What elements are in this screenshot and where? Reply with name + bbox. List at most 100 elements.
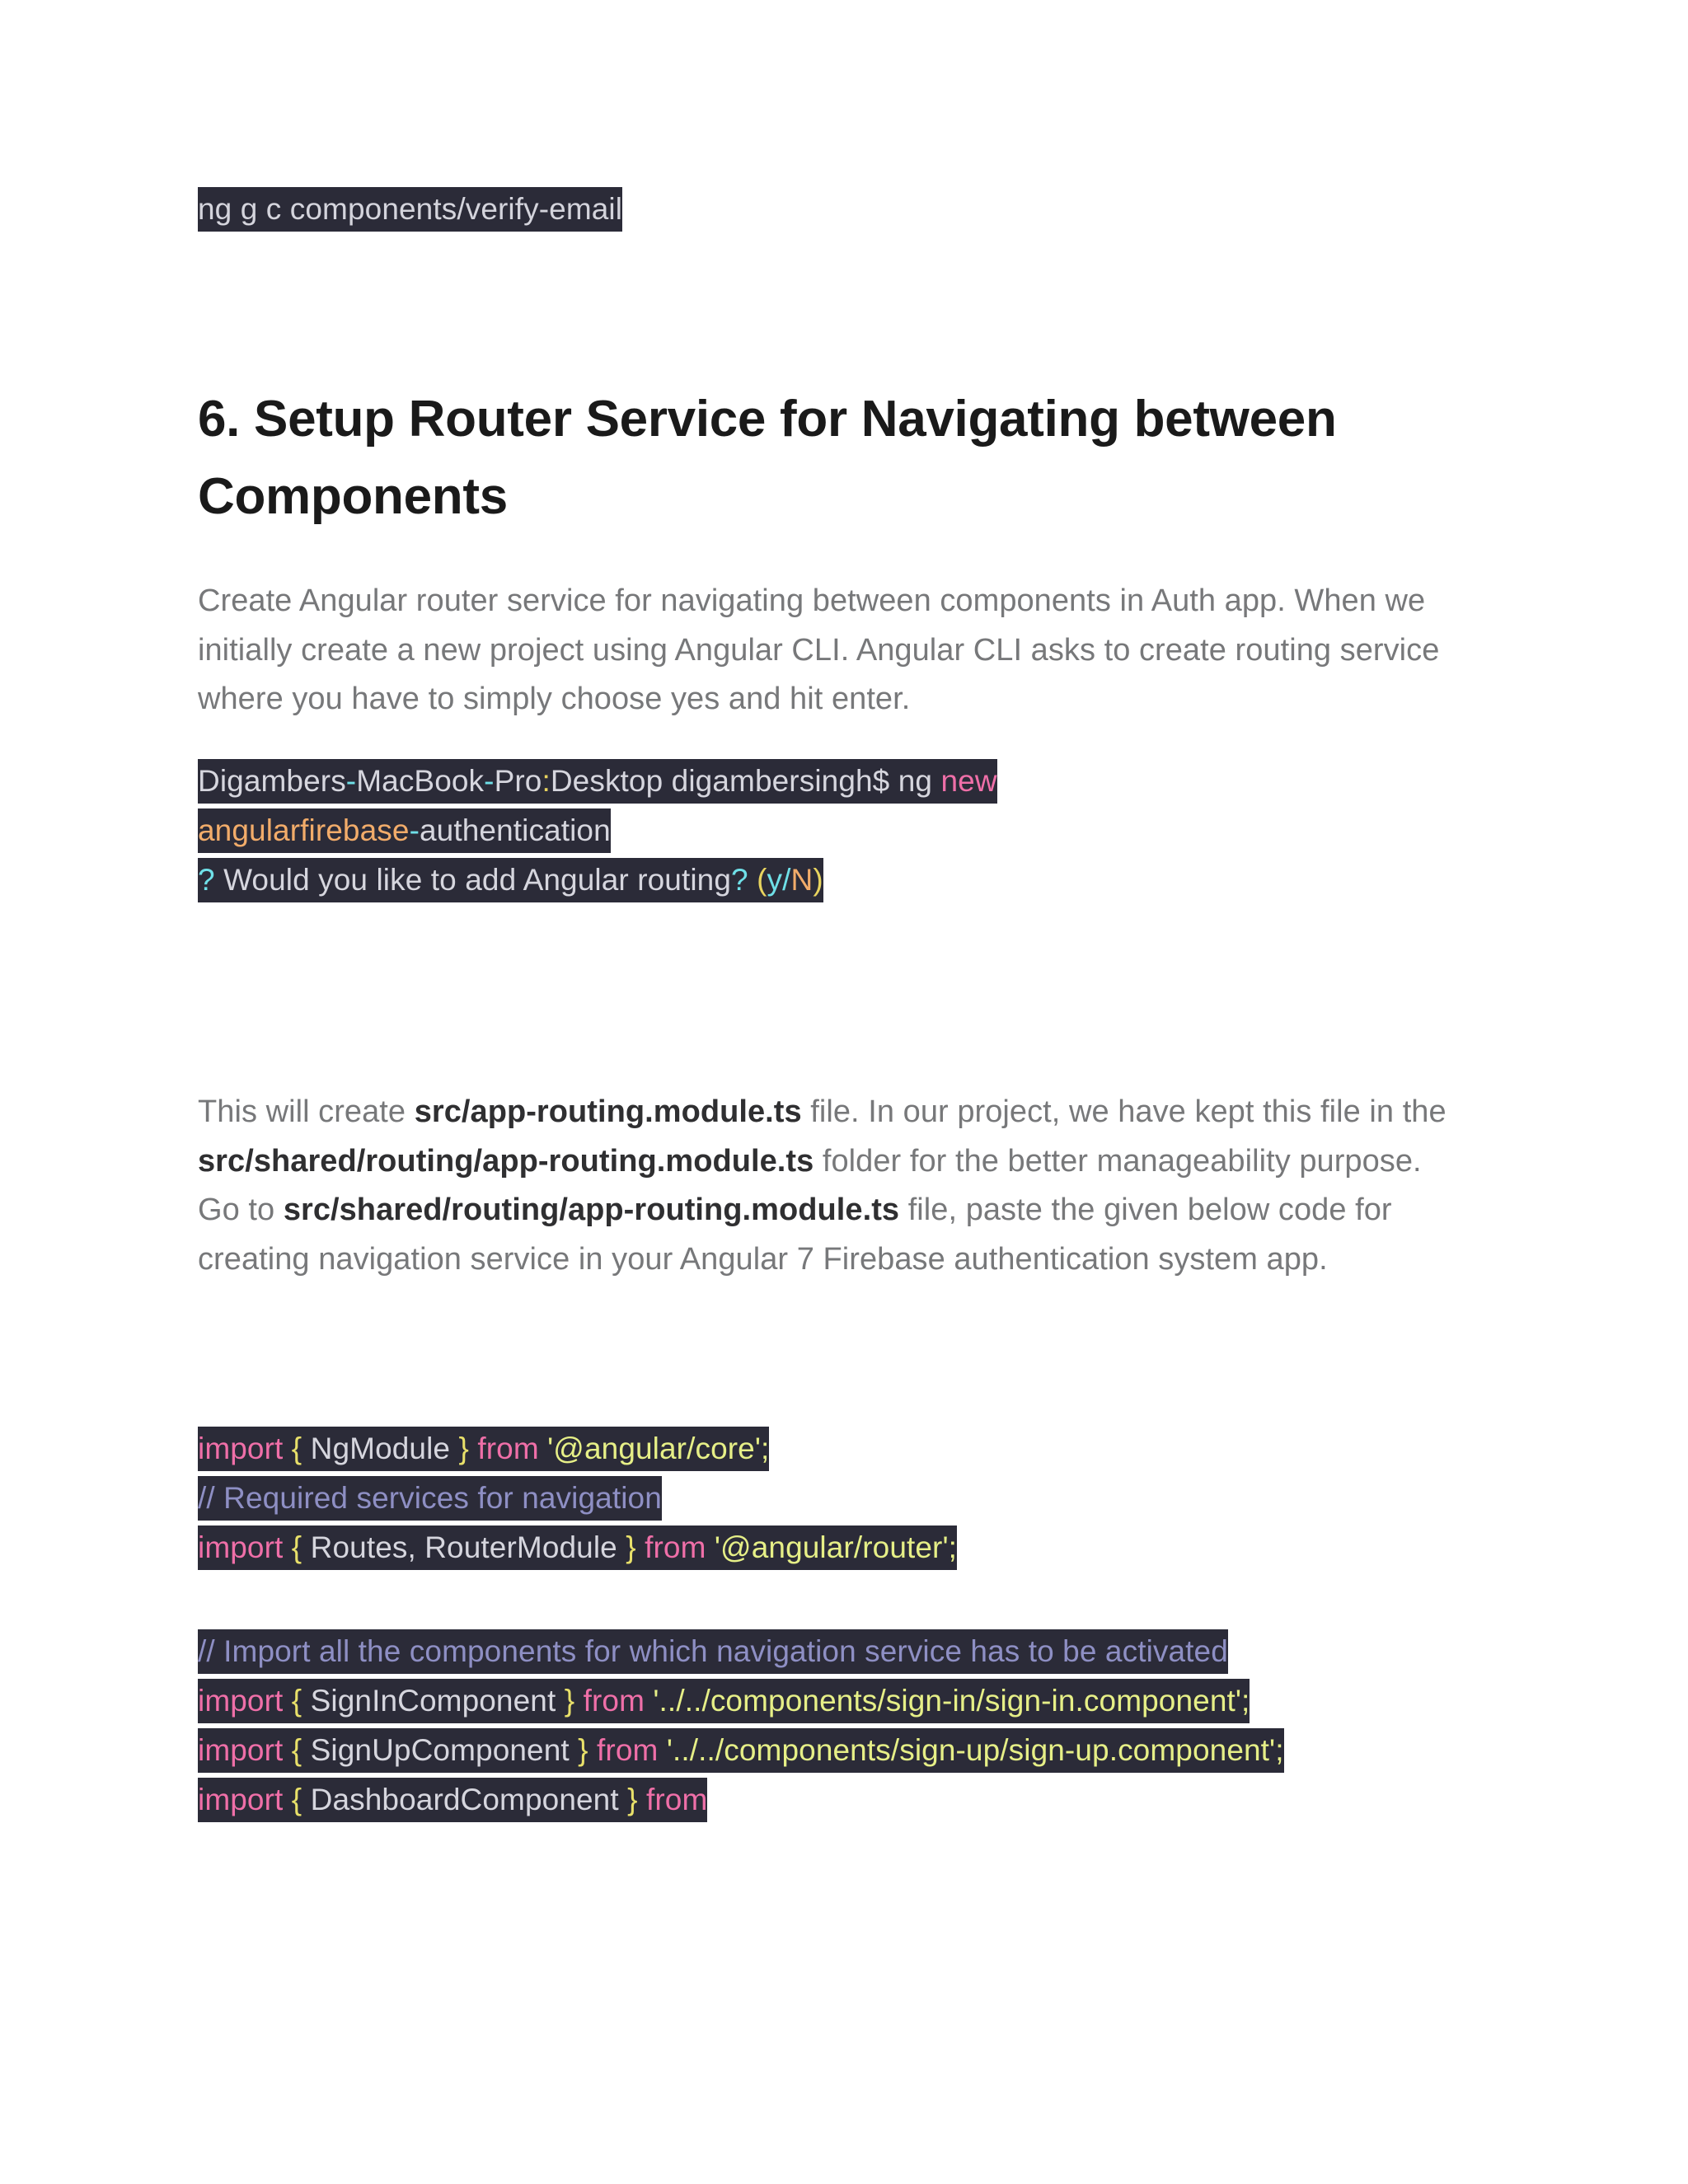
body-paragraph-second: Go to src/shared/routing/app-routing.mod…: [198, 1186, 1500, 1284]
code-highlight: ? Would you like to add Angular routing?…: [198, 857, 823, 902]
code-token: import: [198, 1782, 284, 1816]
code-token: [283, 1733, 291, 1767]
code-token: new: [940, 764, 997, 798]
code-token: from: [645, 1782, 708, 1816]
code-line: import { DashboardComponent } from: [198, 1775, 1284, 1825]
code-token: import: [198, 1530, 284, 1564]
code-token: // Import all the components for which n…: [198, 1633, 1228, 1668]
code-token: {: [291, 1530, 302, 1564]
code-highlight: import { SignUpComponent } from '../../c…: [198, 1727, 1284, 1773]
code-token: }: [626, 1530, 636, 1564]
code-line: import { Routes, RouterModule } from '@a…: [198, 1523, 1284, 1572]
code-token: {: [291, 1732, 302, 1767]
paragraph-text: Go to: [198, 1193, 284, 1228]
code-token: SignUpComponent: [302, 1732, 579, 1767]
code-token: [636, 1530, 645, 1564]
code-token: '@angular/core';: [547, 1432, 770, 1465]
code-token: /: [782, 862, 791, 897]
code-token: from: [597, 1732, 659, 1767]
paragraph-text: file. In our project, we have kept this …: [801, 1094, 1447, 1129]
code-token: from: [477, 1432, 539, 1465]
code-token: Routes, RouterModule: [302, 1530, 626, 1564]
code-token: import: [198, 1683, 284, 1718]
code-token: [469, 1432, 477, 1465]
code-token: {: [291, 1782, 302, 1816]
code-token: :: [542, 764, 551, 798]
code-token: Desktop digambersingh$ ng: [550, 764, 941, 798]
code-token: [283, 1432, 291, 1465]
file-path: src/shared/routing/app-routing.module.ts: [198, 1143, 814, 1179]
code-line: import { SignUpComponent } from '../../c…: [198, 1726, 1284, 1775]
body-paragraph-group: This will create src/app-routing.module.…: [198, 1088, 1500, 1285]
code-block: import { NgModule } from '@angular/core'…: [198, 1424, 1284, 1825]
section-heading: 6. Setup Router Service for Navigating b…: [198, 391, 1337, 526]
code-token: SignInComponent: [302, 1683, 565, 1718]
code-token: DashboardComponent: [302, 1782, 628, 1816]
code-token: ): [813, 862, 823, 897]
code-blank-line: [198, 1572, 1284, 1627]
code-token: [588, 1733, 597, 1767]
code-token: -: [484, 764, 495, 798]
code-token: }: [578, 1732, 588, 1767]
code-token: from: [583, 1683, 645, 1718]
terminal-block: Digambers-MacBook-Pro:Desktop digambersi…: [198, 757, 997, 905]
code-token: [574, 1684, 583, 1718]
code-line: ? Would you like to add Angular routing?…: [198, 855, 997, 905]
code-token: -: [345, 764, 357, 798]
code-highlight: // Required services for navigation: [198, 1475, 662, 1521]
code-token: angularfirebase: [198, 813, 410, 847]
code-highlight: import { SignInComponent } from '../../c…: [198, 1678, 1250, 1723]
code-highlight: import { NgModule } from '@angular/core'…: [198, 1427, 770, 1471]
code-highlight: angularfirebase-authentication: [198, 808, 611, 853]
file-path: src/shared/routing/app-routing.module.ts: [283, 1193, 900, 1228]
code-token: [283, 1530, 291, 1564]
code-line: // Required services for navigation: [198, 1474, 1284, 1523]
code-line: Digambers-MacBook-Pro:Desktop digambersi…: [198, 757, 997, 806]
code-token: [283, 1684, 291, 1718]
code-token: [539, 1432, 547, 1465]
code-token: MacBook: [356, 764, 485, 798]
paragraph-text: file, paste the given below code for cre…: [198, 1193, 1392, 1277]
code-token: '@angular/router';: [714, 1530, 958, 1564]
paragraph-text: This will create: [198, 1094, 415, 1129]
code-token: (: [757, 862, 767, 897]
file-path: src/app-routing.module.ts: [414, 1094, 802, 1129]
code-token: y: [767, 862, 783, 897]
code-token: -: [409, 813, 420, 847]
code-line: angularfirebase-authentication: [198, 806, 997, 855]
command-snippet-code: ng g c components/verify-email: [198, 185, 623, 234]
code-highlight: import { DashboardComponent } from: [198, 1777, 708, 1822]
code-token: '../../components/sign-up/sign-up.compon…: [666, 1732, 1284, 1767]
code-token: '../../components/sign-in/sign-in.compon…: [653, 1683, 1250, 1718]
code-token: import: [198, 1732, 284, 1767]
code-line: // Import all the components for which n…: [198, 1627, 1284, 1676]
code-token: [748, 863, 757, 897]
code-highlight: Digambers-MacBook-Pro:Desktop digambersi…: [198, 759, 997, 804]
code-highlight: // Import all the components for which n…: [198, 1629, 1228, 1674]
code-token: Pro: [494, 764, 542, 798]
code-token: Would you like to add Angular routing: [214, 862, 732, 897]
code-token: from: [645, 1530, 706, 1564]
code-line: ng g c components/verify-email: [198, 185, 623, 234]
intro-paragraph: Create Angular router service for naviga…: [198, 583, 1440, 717]
code-token: {: [291, 1432, 302, 1465]
code-line: import { NgModule } from '@angular/core'…: [198, 1424, 1284, 1474]
code-token: }: [458, 1432, 469, 1465]
code-token: {: [291, 1683, 302, 1718]
code-token: }: [564, 1683, 575, 1718]
code-token: }: [627, 1782, 638, 1816]
code-token: authentication: [419, 813, 611, 847]
code-token: [706, 1530, 715, 1564]
code-token: ?: [198, 862, 215, 897]
code-token: // Required services for navigation: [198, 1480, 662, 1515]
code-token: import: [198, 1432, 284, 1465]
code-highlight: import { Routes, RouterModule } from '@a…: [198, 1525, 958, 1570]
body-paragraph-first: This will create src/app-routing.module.…: [198, 1088, 1500, 1186]
code-token: [638, 1783, 646, 1816]
code-token: NgModule: [302, 1432, 459, 1465]
command-snippet: ng g c components/verify-email: [198, 185, 623, 234]
code-token: ?: [731, 862, 748, 897]
code-token: [283, 1783, 291, 1816]
code-token: N: [790, 862, 814, 897]
